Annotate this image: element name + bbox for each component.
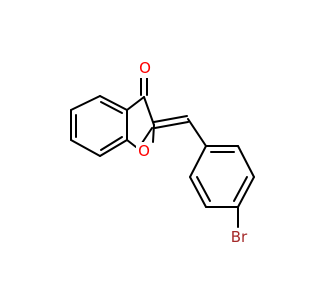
bromine-label: Br <box>231 228 248 246</box>
bond-c5-c4 <box>70 95 101 111</box>
bromine-bg <box>227 228 251 246</box>
molecule-structure: O O Br <box>70 59 255 246</box>
bond-ph-6 <box>189 145 207 178</box>
double-bond-inner-1 <box>100 101 123 114</box>
benzofuranone-benzene-ring <box>70 95 128 157</box>
bond-ph-5 <box>189 176 207 208</box>
bond-c7a-c3a <box>99 95 128 111</box>
carbonyl-bond <box>140 77 148 96</box>
bond-ph-3 <box>237 176 255 208</box>
bond-ph-2 <box>237 145 255 178</box>
ring-oxygen-bg <box>136 142 152 160</box>
double-bond-inner-3 <box>100 136 123 151</box>
bond-c7-c6 <box>70 139 101 157</box>
exocyclic-bond-line-2 <box>154 121 189 129</box>
ring-oxygen-label: O <box>138 142 150 160</box>
bond-c7a-c7 <box>99 139 128 157</box>
exocyclic-bond-line-1 <box>153 115 188 123</box>
carbonyl-oxygen-bg <box>137 60 153 78</box>
bond-c3-c2 <box>143 96 155 126</box>
furanone-ring <box>126 96 155 148</box>
carbonyl-oxygen-label: O <box>139 59 151 77</box>
bond-c3a-c3 <box>126 96 145 111</box>
exocyclic-double-bond <box>153 115 189 129</box>
bond-c7a-o1 <box>126 139 137 148</box>
ph-double-inner-3 <box>196 176 211 202</box>
bond-c2-o1 <box>152 124 155 143</box>
bond-vinyl-phenyl <box>187 118 207 147</box>
bromophenyl-ring <box>189 145 255 208</box>
molecule-canvas: O O Br <box>70 59 255 246</box>
ph-double-inner-2 <box>233 176 248 202</box>
